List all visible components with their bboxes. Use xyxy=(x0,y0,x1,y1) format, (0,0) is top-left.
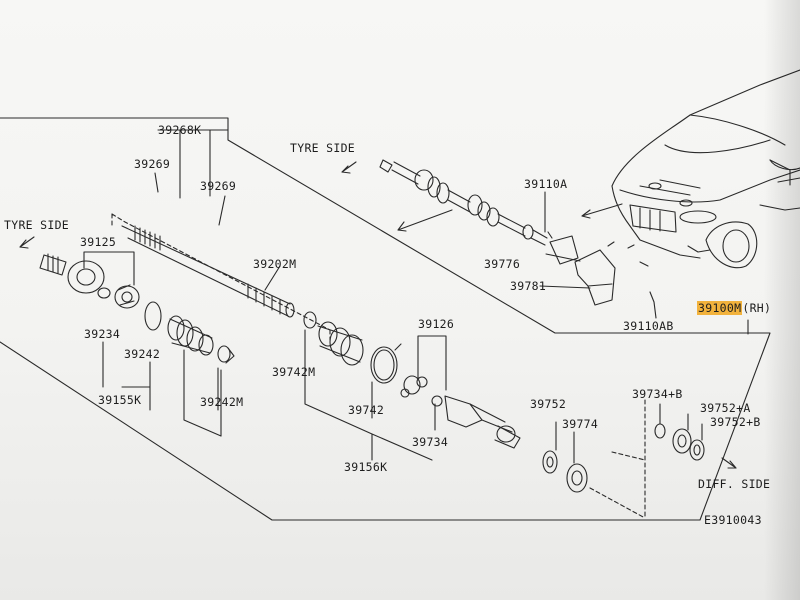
part-39110ab-label: 39110AB xyxy=(623,319,674,333)
part-39734-label: 39734 xyxy=(412,435,449,449)
right-boot xyxy=(303,311,402,384)
seal-39752b xyxy=(689,439,705,461)
part-39269-right-label: 39269 xyxy=(200,179,237,193)
part-39268k-label: 39268K xyxy=(158,123,202,137)
snap-ring-39734b xyxy=(654,423,666,439)
part-39242-label: 39242 xyxy=(124,347,161,361)
part-39125-label: 39125 xyxy=(80,235,117,249)
left-cv-joint xyxy=(39,253,140,309)
tripod-housing xyxy=(400,335,521,449)
part-39734b-label: 39734+B xyxy=(632,387,683,401)
part-39776-label: 39776 xyxy=(484,257,521,271)
center-bearing-bracket xyxy=(539,191,657,319)
drive-shaft xyxy=(121,225,295,318)
part-39269-left-label: 39269 xyxy=(134,157,171,171)
part-39752a-label: 39752+A xyxy=(700,401,751,415)
diff-side-label: DIFF. SIDE xyxy=(698,477,771,491)
screen-edge-shadow xyxy=(764,0,800,600)
part-39100m-label: 39100M(RH) xyxy=(697,301,772,315)
diff-side-arrow xyxy=(721,457,737,469)
part-39126-label: 39126 xyxy=(418,317,455,331)
part-39742m-label: 39742M xyxy=(272,365,316,379)
part-39742-label: 39742 xyxy=(348,403,385,417)
part-39156k-label: 39156K xyxy=(344,460,388,474)
part-39242m-label: 39242M xyxy=(200,395,244,409)
upper-shaft-assembly xyxy=(379,159,548,246)
seal-39752a xyxy=(672,428,692,454)
part-39774-label: 39774 xyxy=(562,417,599,431)
part-39781-label: 39781 xyxy=(510,279,547,293)
left-boot xyxy=(144,301,235,364)
seal-39752 xyxy=(542,450,558,474)
part-39100m-highlight: 39100M xyxy=(697,301,743,315)
tyre-side-left-label: TYRE SIDE xyxy=(4,218,70,232)
tyre-side-arrow-top xyxy=(341,161,357,174)
part-39202m-label: 39202M xyxy=(253,257,297,271)
diagram-code-label: E3910043 xyxy=(704,513,762,527)
tyre-side-top-label: TYRE SIDE xyxy=(290,141,356,155)
part-39752b-label: 39752+B xyxy=(710,415,761,429)
part-39155k-label: 39155K xyxy=(98,393,142,407)
part-39110a-label: 39110A xyxy=(524,177,568,191)
part-39100m-suffix: (RH) xyxy=(742,301,772,315)
tyre-side-arrow-left xyxy=(19,236,35,249)
part-39234-label: 39234 xyxy=(84,327,121,341)
part-39752-label: 39752 xyxy=(530,397,567,411)
frame-outline xyxy=(0,117,771,521)
vehicle-illustration xyxy=(581,69,800,269)
bearing-39774 xyxy=(566,463,588,493)
